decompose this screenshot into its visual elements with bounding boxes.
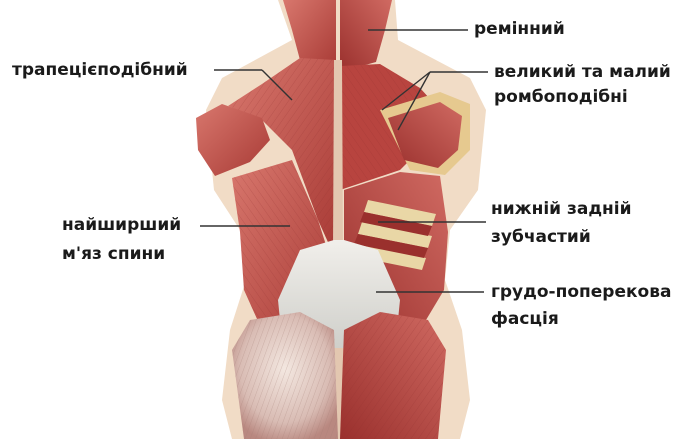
label-serratus-line2: зубчастий — [491, 225, 591, 249]
label-latissimus-line2: м'яз спини — [62, 242, 165, 266]
label-rhomboid-line2: ромбоподібні — [494, 85, 628, 109]
label-fascia-line2: фасція — [491, 307, 559, 331]
label-trapezius: трапецієподібний — [12, 58, 188, 82]
label-serratus-line1: нижній задній — [491, 197, 632, 221]
label-latissimus-line1: найширший — [62, 213, 181, 237]
label-rhomboid-line1: великий та малий — [494, 60, 671, 84]
label-fascia-line1: грудо-поперекова — [491, 280, 671, 304]
label-remin: ремінний — [474, 17, 565, 41]
